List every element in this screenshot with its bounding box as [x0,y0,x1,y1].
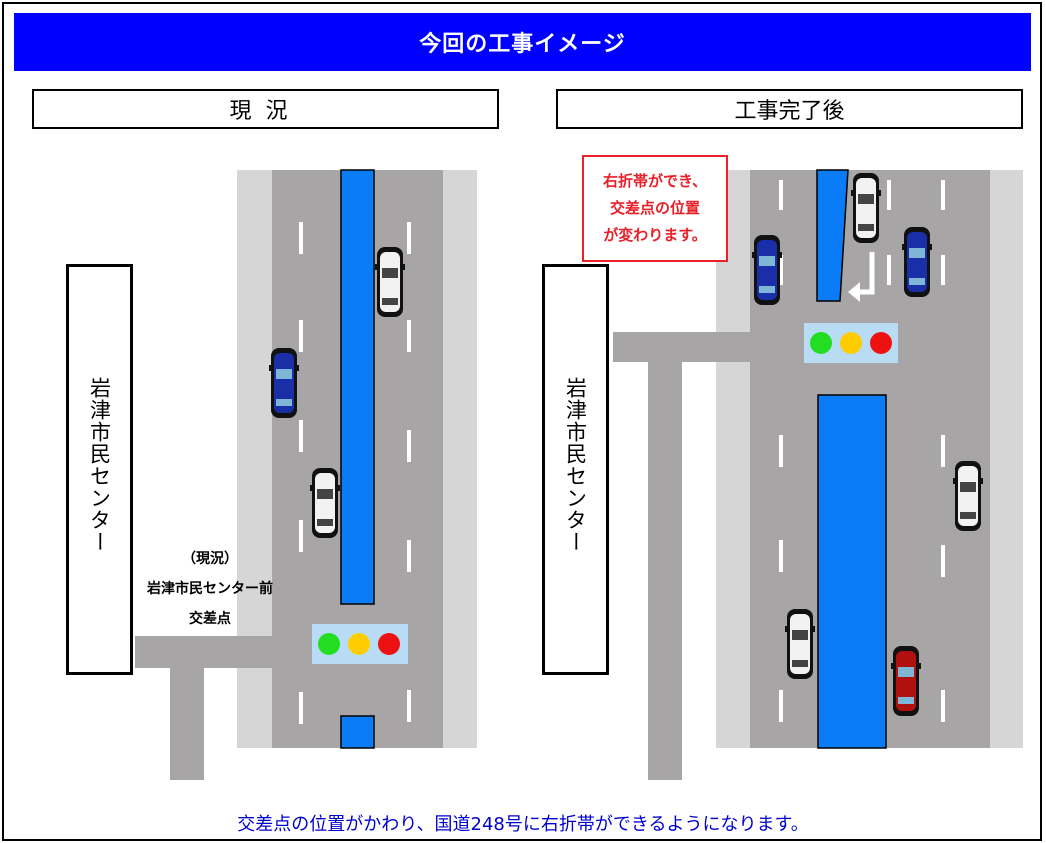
median-strip [340,169,375,605]
current-note-line2: 岩津市民センター前 [147,581,273,597]
car-white-icon [785,609,815,679]
side-street [135,636,272,668]
car-blue-icon [752,235,782,305]
callout-box: 右折帯ができ、 交差点の位置 が変わります。 [582,155,728,262]
car-white-icon [953,461,983,531]
median-strip-lower [817,394,887,749]
median-strip-upper [816,169,849,302]
lane-markings [299,222,411,724]
building-name: 岩津市民センター [87,377,112,553]
title-bar: 今回の工事イメージ [14,13,1031,71]
callout-line1: 右折帯ができ、 [603,172,707,190]
current-road-layout [135,169,477,780]
page-title: 今回の工事イメージ [419,32,626,57]
building-name: 岩津市民センター [563,377,588,553]
lane-markings [779,180,945,722]
current-note-line1: （現況） [182,551,238,567]
panel-label-current: 現況 [32,89,499,129]
car-blue-icon [902,227,932,297]
car-white-icon [851,173,881,243]
current-note-line3: 交差点 [189,611,231,627]
median-strip-end [340,715,375,749]
car-red-icon [891,646,921,716]
building-civic-center-current: 岩津市民センター [66,264,133,675]
traffic-signal-icon [312,624,408,664]
side-street-branch [170,668,204,780]
callout-line2: 交差点の位置 [609,199,700,217]
car-blue-icon [269,348,299,418]
building-civic-center-after: 岩津市民センター [542,264,609,675]
side-street-branch [648,362,682,780]
right-turn-arrow-icon [848,252,875,302]
after-road-layout [613,169,1023,780]
traffic-signal-icon [804,323,898,363]
callout-line3: が変わります。 [603,226,707,244]
footer-caption: 交差点の位置がかわり、国道248号に右折帯ができるようになります。 [237,814,809,835]
panel-label-after: 工事完了後 [556,89,1023,129]
side-street [613,332,750,362]
car-white-icon [375,247,405,317]
car-white-icon [310,468,340,538]
